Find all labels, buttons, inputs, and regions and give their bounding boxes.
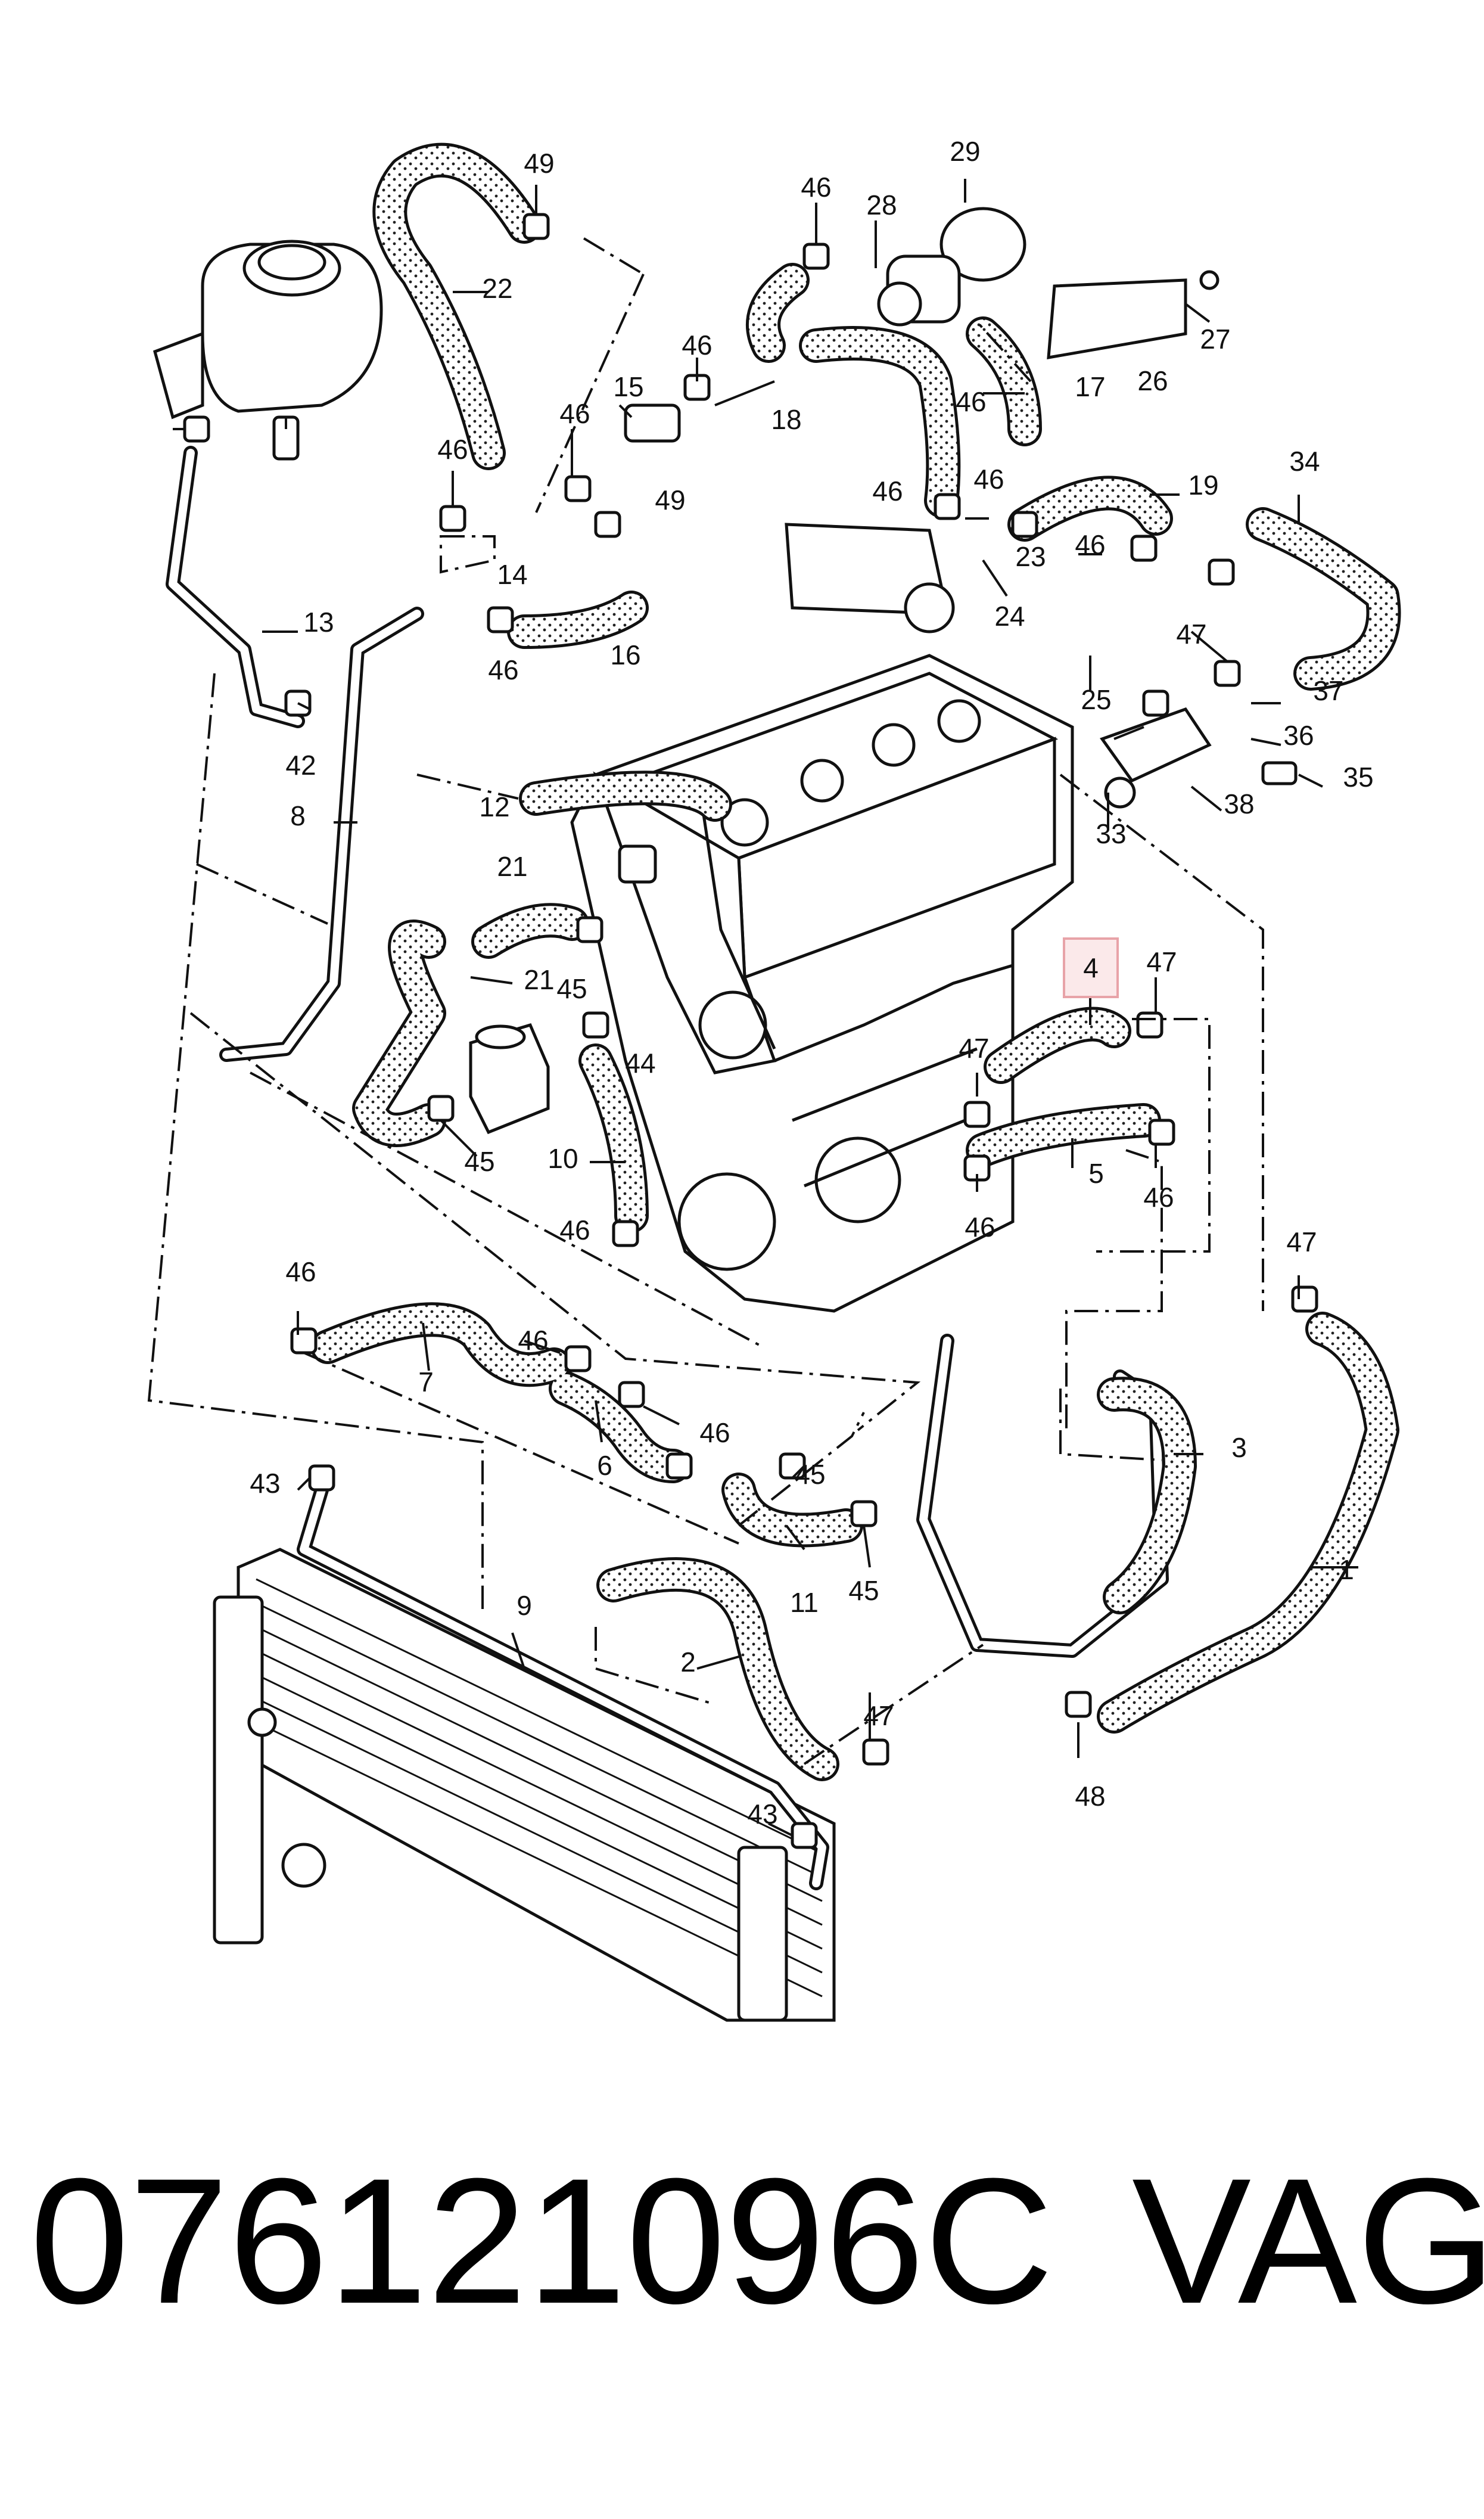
callout-label-38: 4 <box>1083 952 1099 983</box>
callout-label-36: 21 <box>497 851 527 882</box>
callout-label-50: 46 <box>285 1256 316 1287</box>
callout-label-3: 28 <box>866 190 897 220</box>
callout-label-26: 13 <box>303 607 334 638</box>
callout-label-8: 18 <box>771 404 801 435</box>
callout-label-49: 47 <box>1286 1226 1317 1257</box>
callout-label-61: 9 <box>517 1590 532 1621</box>
leader-lines <box>173 179 1358 1837</box>
callout-label-55: 45 <box>795 1459 825 1490</box>
callout-label-20: 23 <box>1015 541 1046 572</box>
callout-label-2: 46 <box>801 172 831 203</box>
highlight-box-label-4 <box>1063 937 1119 998</box>
callout-label-22: 46 <box>1075 529 1105 560</box>
callout-label-41: 44 <box>625 1048 655 1079</box>
callout-label-21: 24 <box>994 601 1025 632</box>
caption: 076121096C VAG <box>0 2133 1484 2491</box>
callout-label-64: 48 <box>1075 1781 1105 1812</box>
coolant-expansion-tank <box>153 240 383 461</box>
radiator <box>213 1548 836 2022</box>
callout-label-56: 43 <box>250 1468 280 1499</box>
callout-label-32: 38 <box>1224 788 1254 819</box>
callout-label-9: 46 <box>437 434 468 465</box>
callout-label-12: 26 <box>1137 365 1168 396</box>
callout-label-44: 10 <box>547 1143 578 1174</box>
callout-label-54: 6 <box>597 1450 612 1481</box>
exploded-parts-diagram: 4922462829461546184646272617464619344914… <box>147 136 1401 2022</box>
callout-label-31: 35 <box>1343 762 1373 793</box>
callout-label-43: 45 <box>464 1146 494 1177</box>
callout-label-34: 8 <box>290 800 306 831</box>
callout-label-29: 36 <box>1283 720 1314 751</box>
engine-block <box>570 654 1074 1313</box>
callout-label-42: 47 <box>959 1033 989 1064</box>
callout-label-60: 45 <box>848 1575 879 1606</box>
callout-label-4: 29 <box>950 136 980 167</box>
callout-label-5: 46 <box>682 330 712 361</box>
callout-label-25: 47 <box>1176 619 1206 650</box>
part-number: 076121096C <box>30 2141 1054 2341</box>
callout-label-46: 46 <box>1143 1182 1174 1213</box>
callout-label-15: 46 <box>973 464 1004 495</box>
callout-label-19: 14 <box>497 559 527 590</box>
callout-label-52: 46 <box>518 1325 548 1356</box>
callout-label-33: 33 <box>1096 818 1126 849</box>
brand-name: VAG <box>1132 2141 1484 2341</box>
callout-label-6: 15 <box>613 371 643 402</box>
callout-label-28: 37 <box>1313 675 1343 706</box>
callout-label-23: 16 <box>610 639 640 670</box>
callout-label-51: 7 <box>418 1366 434 1397</box>
callout-label-16: 19 <box>1188 470 1218 501</box>
callout-label-14: 46 <box>872 476 903 507</box>
callout-label-11: 27 <box>1200 324 1230 355</box>
callout-label-40: 45 <box>556 973 587 1004</box>
callout-label-57: 3 <box>1231 1432 1247 1463</box>
callout-label-48: 46 <box>965 1212 995 1243</box>
callout-label-47: 46 <box>559 1215 590 1245</box>
callout-label-65: 43 <box>747 1799 777 1830</box>
callout-label-53: 46 <box>699 1417 730 1448</box>
callout-label-27: 25 <box>1081 684 1111 715</box>
small-reservoir <box>469 1023 550 1135</box>
callout-label-10: 46 <box>956 386 986 417</box>
callout-label-7: 46 <box>559 398 590 429</box>
callout-label-18: 49 <box>655 484 685 515</box>
callout-label-13: 17 <box>1075 371 1105 402</box>
callout-label-24: 46 <box>488 654 518 685</box>
assembly-lines <box>147 237 1264 1765</box>
coolant-hoses <box>310 142 1401 1781</box>
callout-label-1: 22 <box>482 273 512 304</box>
callout-label-17: 34 <box>1289 446 1320 477</box>
callout-label-59: 11 <box>790 1587 819 1618</box>
auxiliary-pump <box>624 207 1219 633</box>
callout-label-58: 1 <box>1339 1554 1354 1585</box>
callout-label-37: 21 <box>524 964 554 995</box>
callout-label-62: 2 <box>680 1647 696 1678</box>
callout-label-45: 5 <box>1088 1158 1104 1189</box>
callout-label-35: 12 <box>479 791 509 822</box>
thermostat-housing <box>1100 707 1298 809</box>
callout-label-63: 47 <box>863 1700 894 1731</box>
callout-label-39: 47 <box>1146 946 1177 977</box>
callout-label-0: 49 <box>524 148 554 179</box>
callout-label-30: 42 <box>285 750 316 781</box>
